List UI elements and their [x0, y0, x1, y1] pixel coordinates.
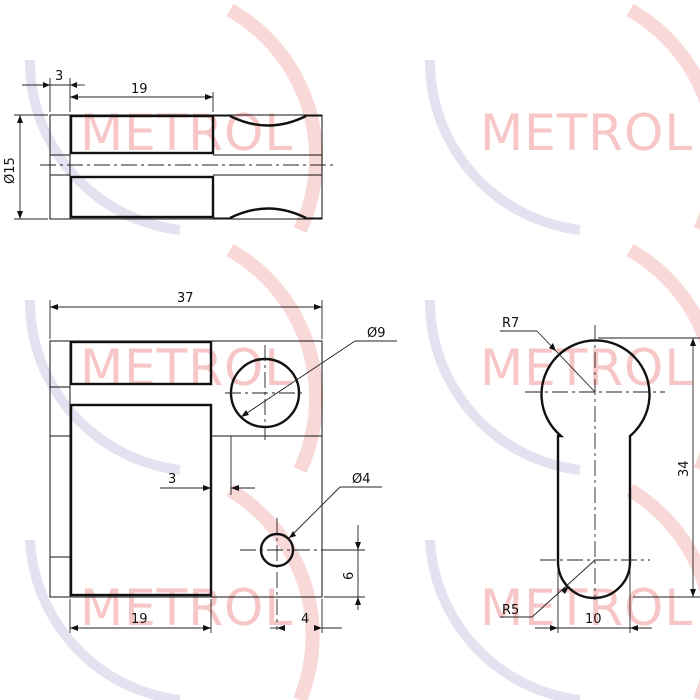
- watermark-layer: METROL METROL METROL METROL METROL METRO…: [24, 3, 700, 700]
- dim-front-hole-x: 4: [301, 612, 309, 627]
- side-view-keyhole-profile: [540, 339, 651, 600]
- dim-front-large-hole: Ø9: [367, 326, 386, 341]
- dim-front-hole-y: 6: [342, 572, 357, 580]
- side-view: R7 R5 34 10: [500, 316, 700, 633]
- front-view-slot-upper: [69, 340, 213, 386]
- dim-side-radius-top: R7: [502, 316, 519, 331]
- dim-top-left: 3: [55, 69, 63, 84]
- top-view: 3 19 Ø15: [3, 69, 335, 220]
- dim-front-slot-width: 19: [131, 612, 148, 627]
- dim-side-width: 10: [585, 612, 602, 627]
- watermark-text: METROL: [480, 104, 693, 162]
- watermark-text: METROL: [480, 339, 693, 397]
- front-view: 37 Ø9 3 Ø4 19 4: [49, 291, 397, 633]
- dim-side-height: 34: [677, 460, 692, 477]
- watermark-text: METROL: [80, 339, 293, 397]
- watermark-text: METROL: [480, 579, 693, 637]
- dim-top-slot-width: 19: [131, 82, 148, 97]
- watermark-text: METROL: [80, 579, 293, 637]
- top-view-slot-lower: [69, 175, 215, 219]
- dim-side-radius-bottom: R5: [502, 603, 519, 618]
- dim-front-offset: 3: [168, 472, 176, 487]
- top-view-slot-upper: [69, 114, 215, 155]
- dim-top-diameter: Ø15: [3, 157, 18, 184]
- dim-front-small-hole: Ø4: [352, 472, 371, 487]
- dim-front-total: 37: [177, 291, 194, 306]
